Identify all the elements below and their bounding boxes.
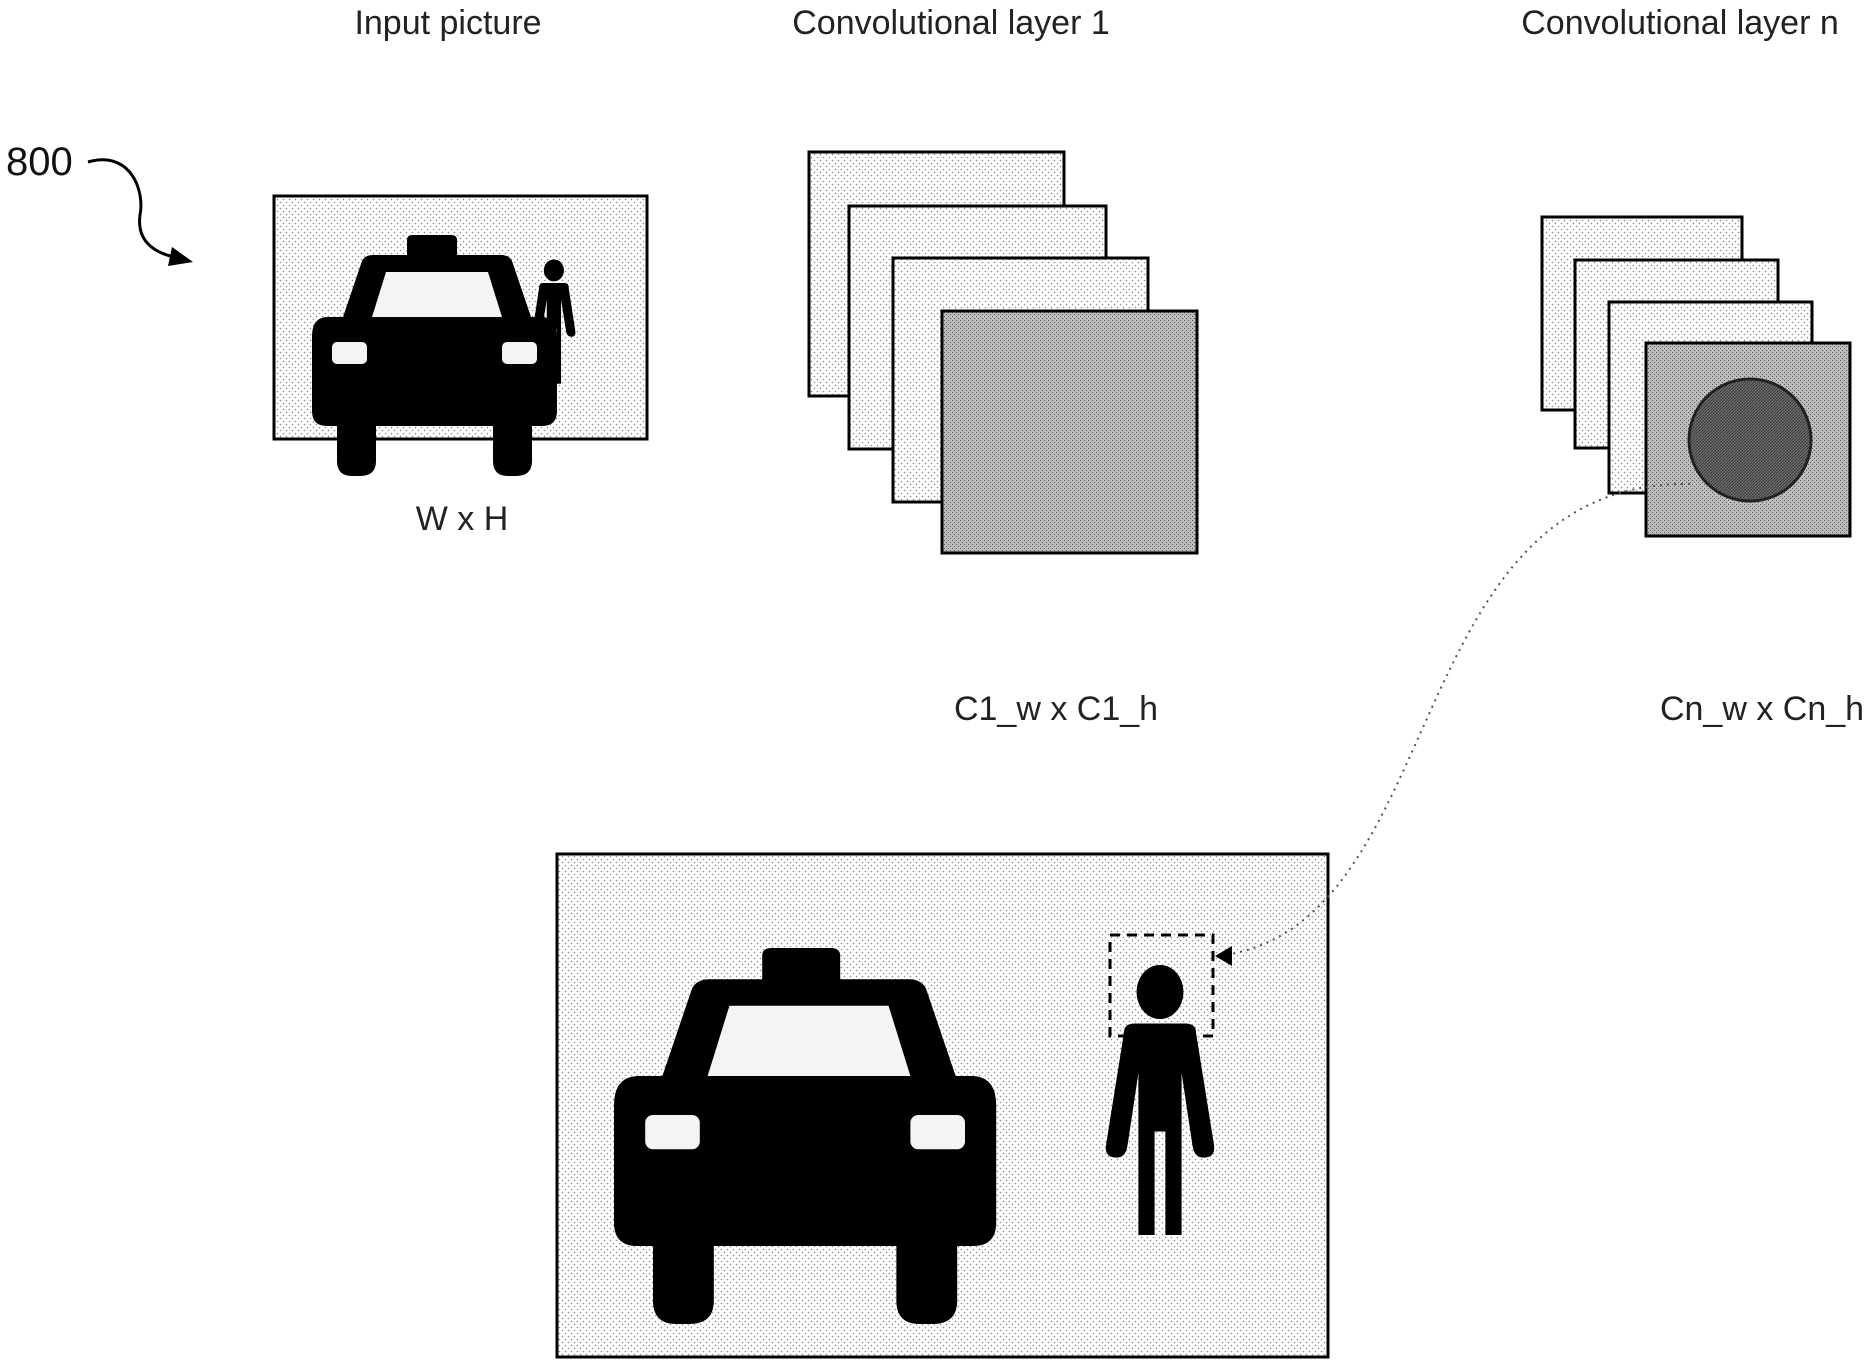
layer-n-dimension-label: Cn_w x Cn_h <box>1659 690 1865 728</box>
output-picture <box>555 852 1330 1359</box>
input-picture-title: Input picture <box>354 4 542 42</box>
conv-layer-n-title: Convolutional layer n <box>1521 4 1839 42</box>
input-dimension-label: W x H <box>415 500 509 538</box>
conv-layer-n-stack <box>1540 215 1852 538</box>
person-icon <box>532 259 576 384</box>
conv-layer-1-stack <box>807 150 1199 555</box>
taxi-icon <box>614 948 997 1324</box>
layer-1-dimension-label: C1_w x C1_h <box>953 690 1159 728</box>
activation-circle <box>1687 377 1813 503</box>
input-picture <box>272 194 649 476</box>
detection-box <box>1108 933 1215 1038</box>
reference-arrow-head <box>168 247 193 266</box>
conv-layer-1-title: Convolutional layer 1 <box>792 4 1110 42</box>
feature-map <box>940 309 1199 555</box>
mapping-arrow-head <box>1215 946 1232 966</box>
person-icon <box>1105 965 1215 1235</box>
reference-numeral: 800 <box>6 140 73 184</box>
taxi-icon <box>312 235 557 476</box>
reference-arrow <box>87 158 181 260</box>
